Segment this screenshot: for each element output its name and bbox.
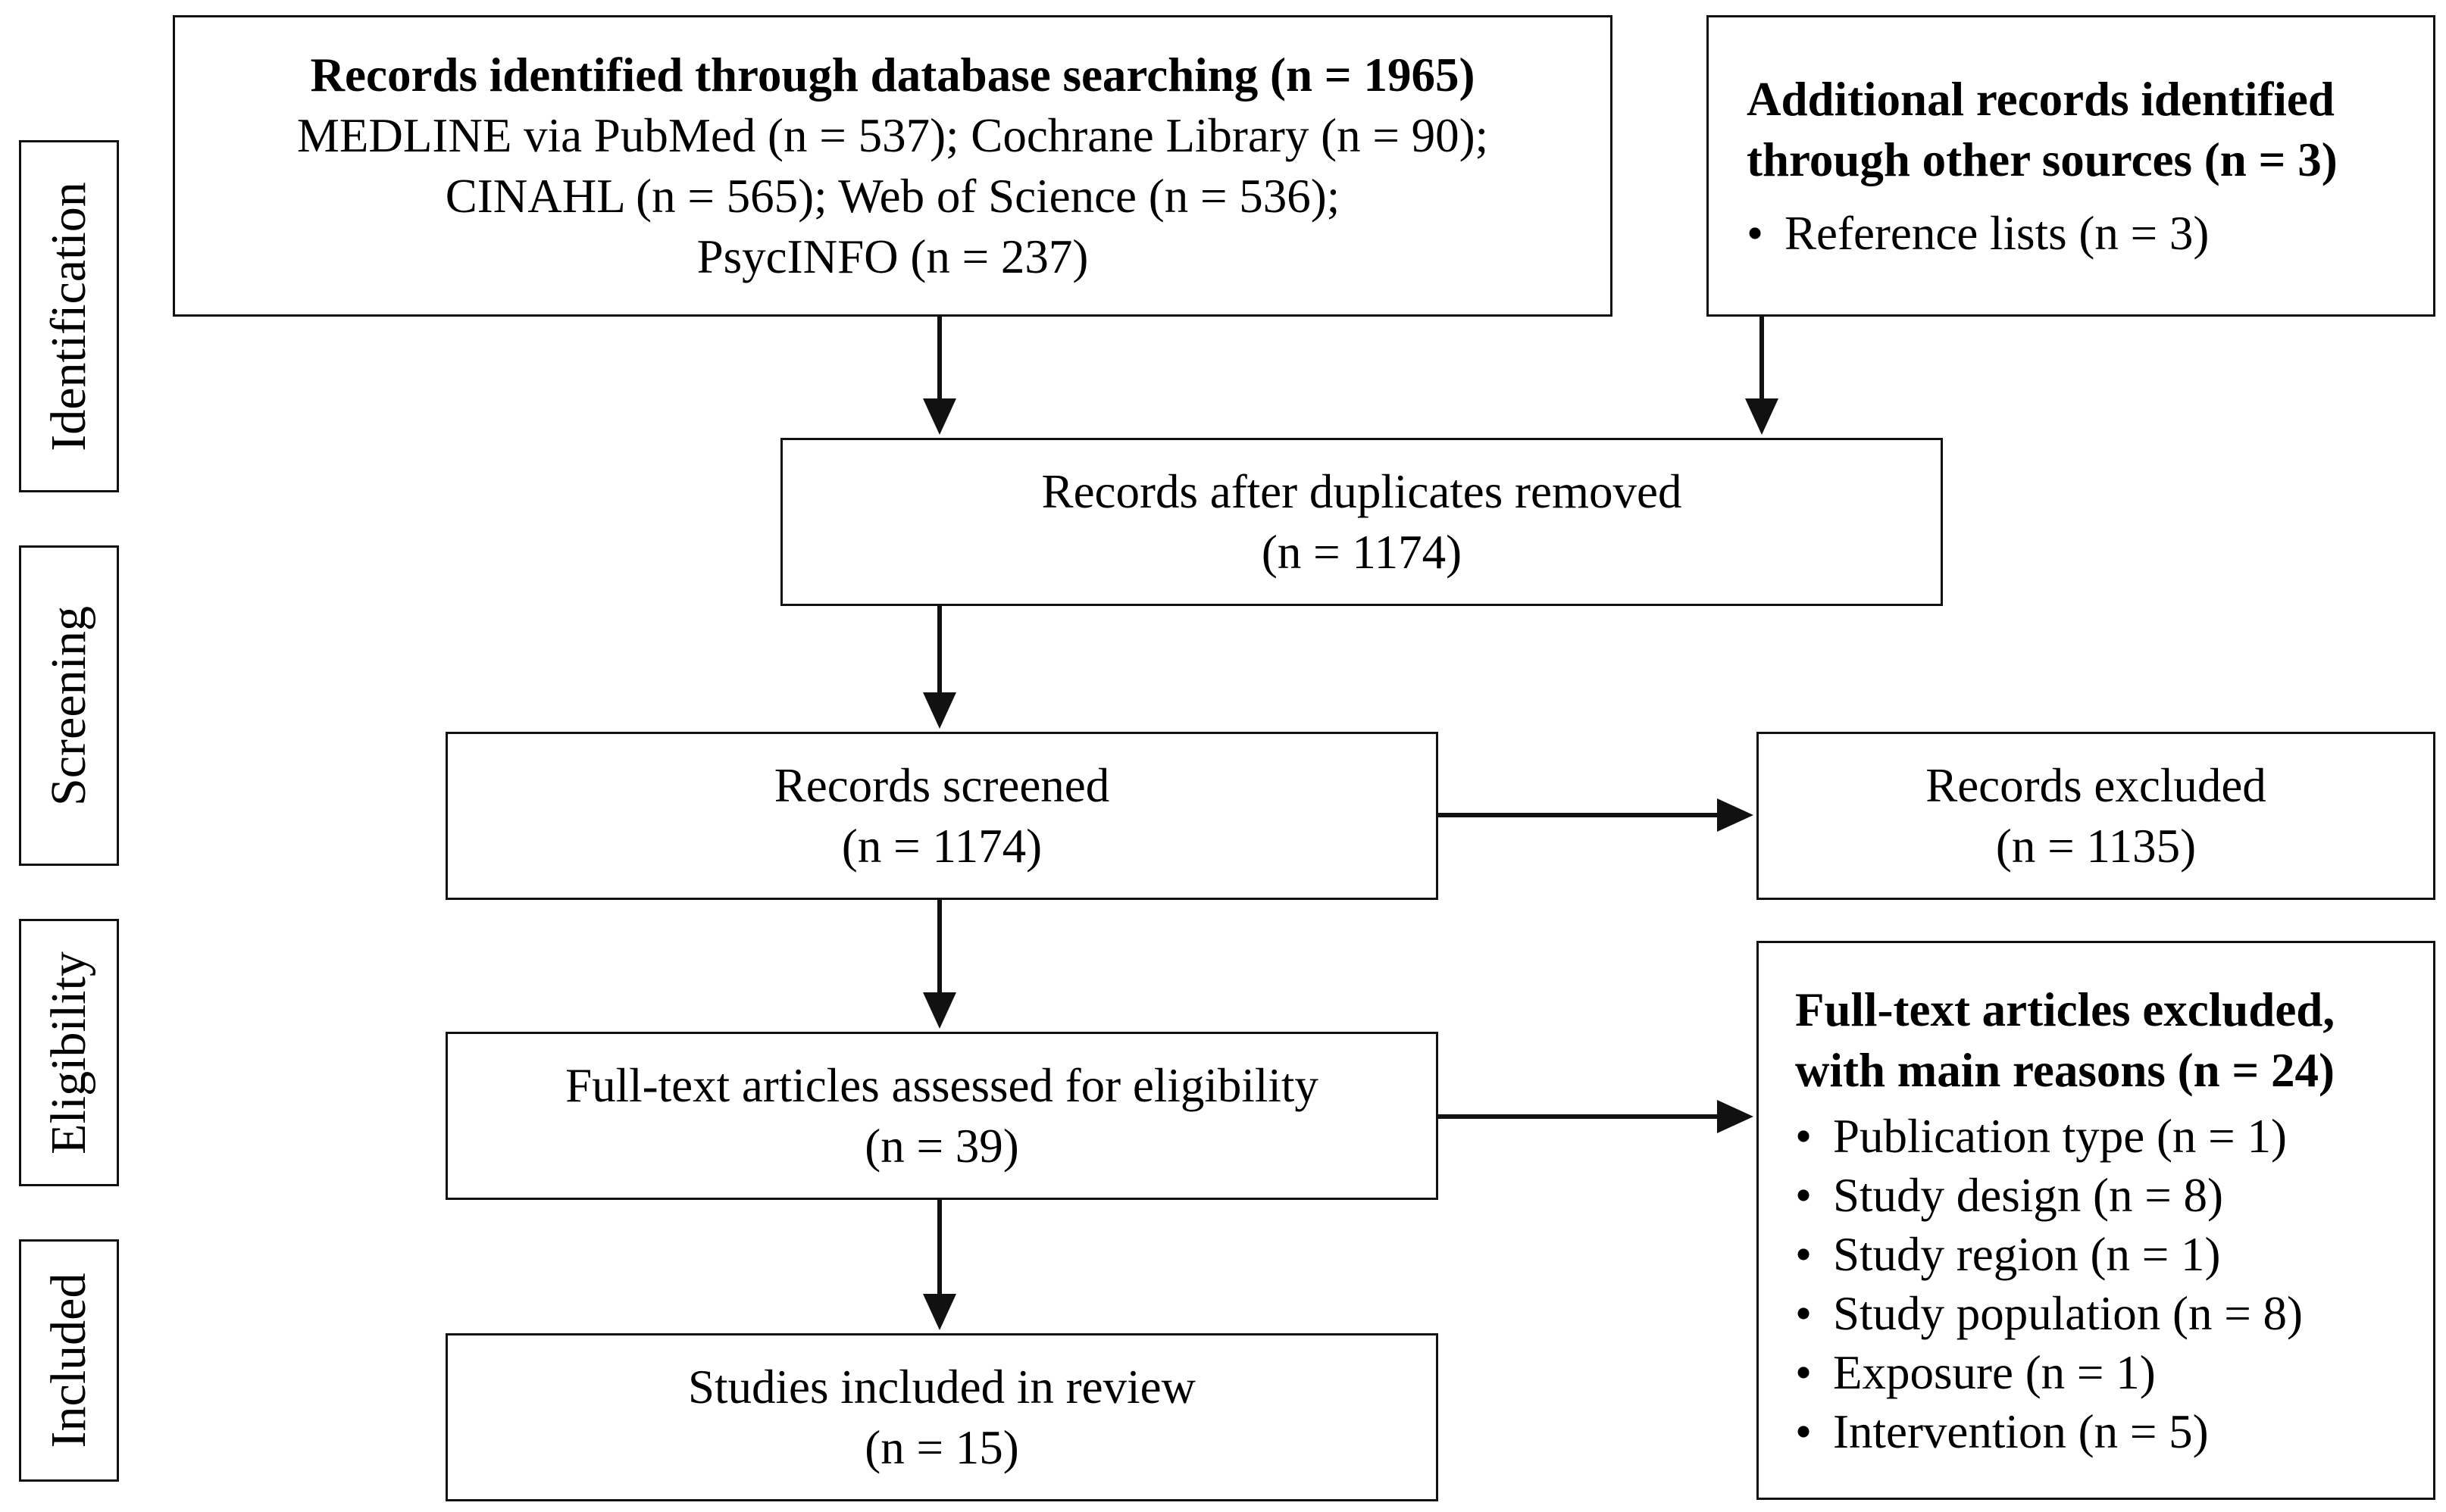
stage-eligibility-label: Eligibility xyxy=(41,951,96,1154)
fulltext-excluded-title-line1: Full-text articles excluded, xyxy=(1795,983,2335,1036)
stage-included-label: Included xyxy=(41,1273,96,1448)
records-screened-count: (n = 1174) xyxy=(841,820,1043,873)
eligibility-count: (n = 39) xyxy=(865,1120,1019,1173)
fulltext-excluded-title-line2: with main reasons (n = 24) xyxy=(1795,1044,2335,1097)
stage-screening: Screening xyxy=(19,545,119,866)
records-excluded-label: Records excluded xyxy=(1925,759,2266,812)
exclusion-reason-item: Publication type (n = 1) xyxy=(1795,1107,2303,1166)
database-search-title: Records identified through database sear… xyxy=(310,48,1475,102)
arrowhead-duplicates-to-screened xyxy=(923,692,956,729)
database-search-line3: PsycINFO (n = 237) xyxy=(696,230,1089,283)
arrowhead-eligibility-to-included xyxy=(923,1294,956,1330)
records-screened-label: Records screened xyxy=(774,759,1110,812)
studies-included-label: Studies included in review xyxy=(687,1360,1196,1414)
exclusion-reason-item: Study design (n = 8) xyxy=(1795,1166,2303,1225)
stage-screening-label: Screening xyxy=(41,605,96,806)
database-search-line2: CINAHL (n = 565); Web of Science (n = 53… xyxy=(445,170,1340,223)
other-sources-list: Reference lists (n = 3) xyxy=(1747,204,2209,263)
arrowhead-eligibility-to-fulltext-excluded xyxy=(1717,1100,1753,1133)
studies-included-count: (n = 15) xyxy=(865,1421,1019,1474)
eligibility-label: Full-text articles assessed for eligibil… xyxy=(565,1059,1318,1112)
stage-eligibility: Eligibility xyxy=(19,919,119,1186)
other-sources-item: Reference lists (n = 3) xyxy=(1747,204,2209,263)
arrowhead-other-to-duplicates xyxy=(1745,398,1778,435)
box-records-screened: Records screened (n = 1174) xyxy=(446,732,1438,900)
arrowhead-screened-to-eligibility xyxy=(923,992,956,1029)
fulltext-excluded-reasons: Publication type (n = 1) Study design (n… xyxy=(1795,1107,2303,1461)
exclusion-reason-item: Study population (n = 8) xyxy=(1795,1284,2303,1343)
box-eligibility-assessed: Full-text articles assessed for eligibil… xyxy=(446,1032,1438,1200)
arrowhead-screened-to-excluded xyxy=(1717,798,1753,832)
box-studies-included: Studies included in review (n = 15) xyxy=(446,1333,1438,1501)
exclusion-reason-item: Exposure (n = 1) xyxy=(1795,1343,2303,1402)
stage-included: Included xyxy=(19,1239,119,1482)
exclusion-reason-item: Study region (n = 1) xyxy=(1795,1225,2303,1284)
duplicates-removed-count: (n = 1174) xyxy=(1261,526,1462,579)
database-search-line1: MEDLINE via PubMed (n = 537); Cochrane L… xyxy=(296,109,1489,162)
box-duplicates-removed: Records after duplicates removed (n = 11… xyxy=(780,438,1943,606)
box-other-sources: Additional records identified through ot… xyxy=(1706,15,2435,317)
exclusion-reason-item: Intervention (n = 5) xyxy=(1795,1402,2303,1461)
other-sources-title-line1: Additional records identified xyxy=(1747,73,2335,126)
arrowhead-database-to-duplicates xyxy=(923,398,956,435)
box-records-excluded: Records excluded (n = 1135) xyxy=(1756,732,2435,900)
duplicates-removed-label: Records after duplicates removed xyxy=(1041,465,1682,518)
box-database-search: Records identified through database sear… xyxy=(173,15,1612,317)
stage-identification: Identification xyxy=(19,140,119,492)
other-sources-title-line2: through other sources (n = 3) xyxy=(1747,133,2338,186)
stage-identification-label: Identification xyxy=(41,181,96,451)
records-excluded-count: (n = 1135) xyxy=(1995,820,2197,873)
box-fulltext-excluded: Full-text articles excluded, with main r… xyxy=(1756,941,2435,1500)
